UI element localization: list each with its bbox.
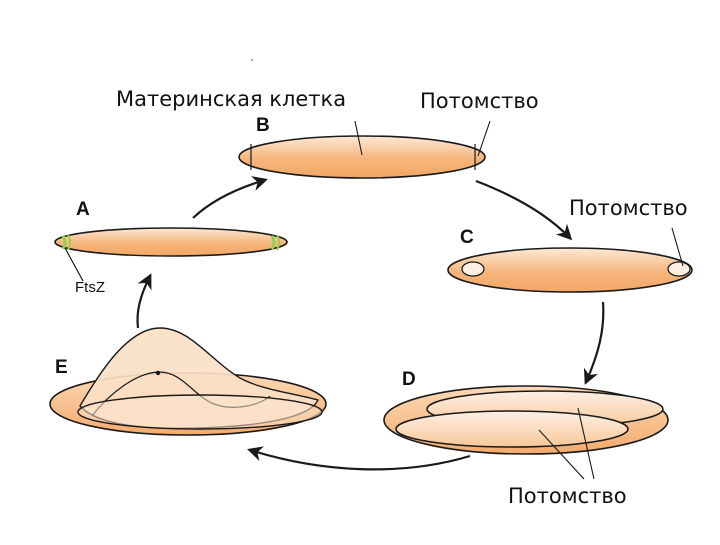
- stage-b-cell: [239, 121, 490, 178]
- offspring-d-lower: [396, 411, 628, 447]
- arrow-d-to-e: [250, 450, 470, 469]
- offspring-c-left: [462, 262, 484, 276]
- mother-cell-label: Материнская клетка: [116, 87, 346, 111]
- stage-e-letter: E: [55, 357, 68, 379]
- ftsz-label: FtsZ: [75, 279, 105, 296]
- arrow-e-to-a: [138, 276, 151, 328]
- stage-b-letter: B: [256, 115, 270, 137]
- stage-c-letter: C: [460, 227, 474, 249]
- offspring-b-pointer: [478, 121, 490, 156]
- offspring-c-label: Потомство: [569, 196, 688, 220]
- arrow-a-to-b: [193, 180, 265, 218]
- offspring-d-label: Потомство: [508, 484, 627, 508]
- stage-e-cell: [50, 328, 326, 435]
- arrow-c-to-d: [586, 302, 603, 382]
- ftsz-pointer-line: [65, 248, 83, 281]
- offspring-b-label: Потомство: [420, 89, 539, 113]
- arrow-b-to-c: [476, 181, 570, 238]
- stage-d-letter: D: [402, 369, 416, 391]
- stage-a-letter: A: [76, 199, 90, 221]
- stage-a-cell: [55, 228, 287, 281]
- offspring-c-right: [668, 262, 690, 276]
